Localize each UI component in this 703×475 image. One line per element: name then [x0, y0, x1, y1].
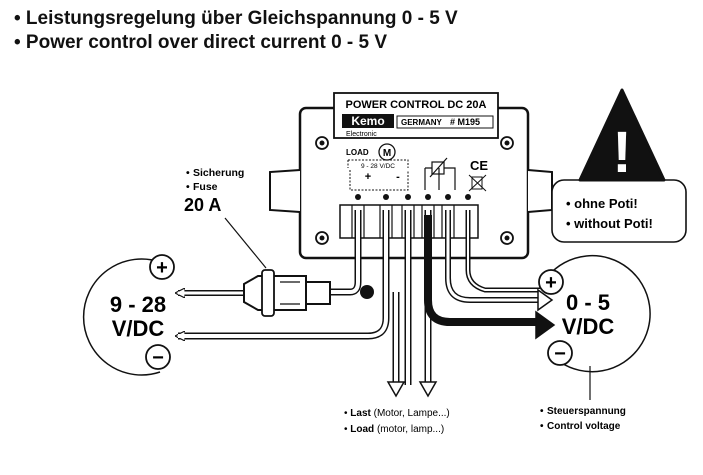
brand-logo: Kemo — [351, 114, 384, 128]
brand-sub: Electronic — [346, 131, 377, 138]
supply-plus-icon — [149, 254, 175, 280]
fuse-rating: 20 A — [184, 195, 221, 215]
svg-text:+: + — [156, 257, 168, 279]
wires — [178, 210, 540, 385]
warning-exclamation: ! — [612, 120, 631, 185]
control-voltage-circle: 0 - 5 V/DC — [547, 254, 651, 373]
fuse-label-de: Sicherung — [193, 167, 244, 179]
module-minus: - — [396, 171, 400, 183]
supply-voltage-line2: V/DC — [112, 316, 165, 341]
control-label-en: Control voltage — [547, 421, 621, 432]
module-title: POWER CONTROL DC 20A — [346, 99, 487, 111]
svg-text:•: • — [540, 406, 544, 417]
module-plus: + — [365, 171, 371, 183]
fuse-holder — [243, 269, 331, 317]
warning-line-en: • without Poti! — [566, 216, 653, 231]
module-origin: GERMANY — [401, 118, 443, 127]
svg-text:−: − — [152, 347, 164, 369]
svg-text:−: − — [554, 343, 566, 365]
arrow-load-2 — [418, 381, 438, 398]
fuse-label-en: Fuse — [193, 181, 218, 193]
load-section-label: LOAD — [346, 148, 369, 157]
heading-english: • Power control over direct current 0 - … — [14, 32, 388, 53]
control-voltage-line2: V/DC — [562, 314, 615, 339]
warning-triangle-icon — [578, 88, 666, 182]
arrow-control-minus — [535, 310, 556, 340]
control-plus-icon — [538, 269, 564, 295]
svg-text:•: • — [186, 167, 190, 179]
arrow-control-plus — [537, 288, 554, 312]
svg-text:M: M — [383, 148, 391, 159]
weee-bin-icon — [468, 174, 487, 192]
svg-text:•: • — [540, 421, 544, 432]
svg-text:+: + — [545, 272, 557, 294]
fuse-leader-line — [224, 217, 267, 269]
junction-node — [360, 285, 374, 299]
heading-german: • Leistungsregelung über Gleichspannung … — [14, 8, 458, 29]
ce-mark: CE — [470, 158, 488, 173]
module-voltage-range: 9 - 28 V/DC — [361, 163, 395, 170]
load-caption-de: • Last (Motor, Lampe...) — [344, 408, 450, 419]
module-part-number: # M195 — [450, 117, 480, 127]
control-voltage-line1: 0 - 5 — [566, 290, 610, 315]
warning-note: ! • ohne Poti! • without Poti! — [551, 88, 687, 243]
control-minus-icon — [547, 340, 573, 366]
supply-voltage-circle: 9 - 28 V/DC — [82, 258, 166, 376]
supply-voltage-line1: 9 - 28 — [110, 292, 166, 317]
svg-text:•: • — [186, 181, 190, 193]
warning-line-de: • ohne Poti! — [566, 196, 638, 211]
load-caption-en: • Load (motor, lamp...) — [344, 424, 444, 435]
control-label-de: Steuerspannung — [547, 406, 626, 417]
supply-minus-icon — [145, 344, 171, 370]
arrow-load-1 — [386, 381, 406, 398]
